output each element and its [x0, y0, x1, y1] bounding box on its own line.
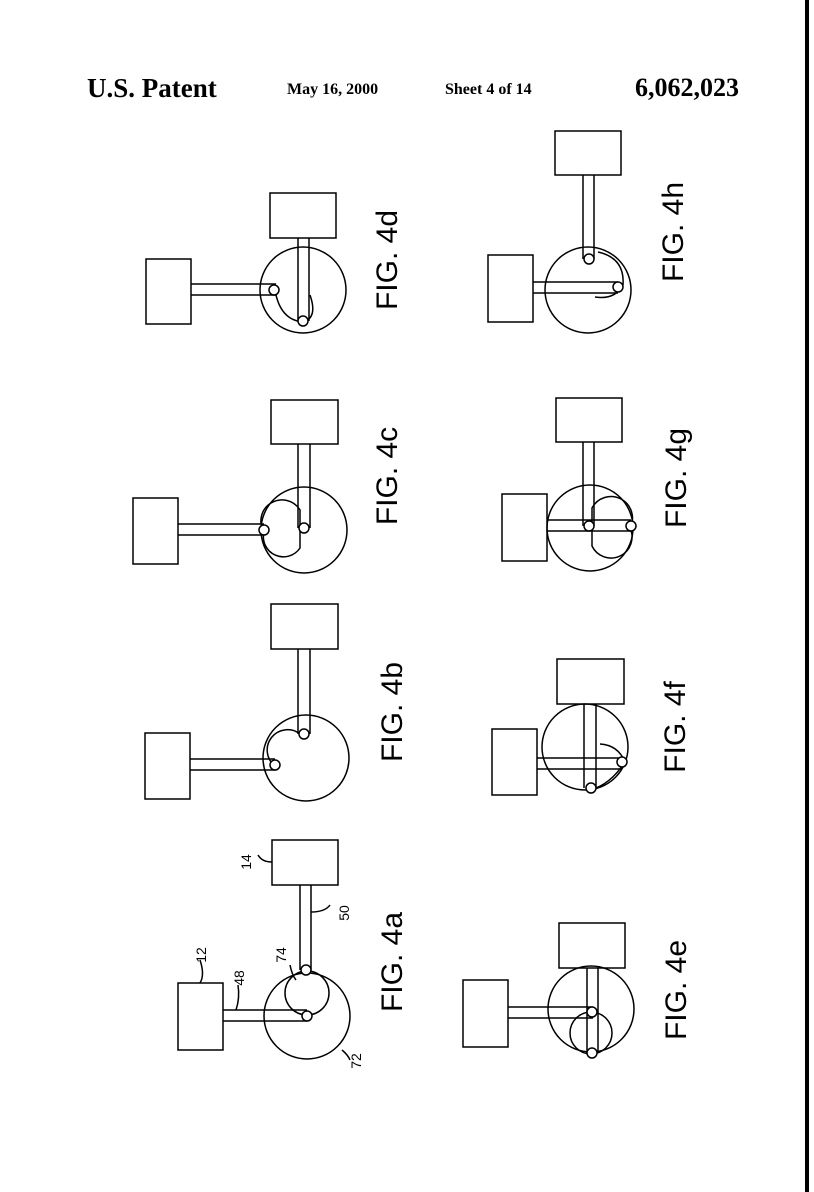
circle-72	[263, 715, 349, 801]
fig-4h-drawing	[488, 131, 631, 333]
leader-line-48	[236, 985, 239, 1010]
pivot-pin	[270, 760, 280, 770]
fig-4g-label: FIG. 4g	[660, 428, 693, 528]
block-12	[133, 498, 178, 564]
pivot-pin	[298, 316, 308, 326]
block-14	[270, 193, 336, 238]
block-14	[556, 398, 622, 442]
circle-72	[542, 704, 628, 790]
pivot-pin	[299, 729, 309, 739]
fig-4b-label: FIG. 4b	[376, 662, 409, 762]
ref-numeral-14: 14	[238, 854, 254, 870]
fig-4a-label: FIG. 4a	[376, 912, 409, 1012]
pivot-pin	[259, 525, 269, 535]
pivot-pin	[587, 1048, 597, 1058]
pivot-pin	[613, 282, 623, 292]
block-12	[488, 255, 533, 322]
block-12	[492, 729, 537, 795]
fig-4c-label: FIG. 4c	[371, 427, 404, 525]
block-14	[271, 604, 338, 649]
ref-numeral-72: 72	[348, 1053, 364, 1069]
pivot-pin	[584, 254, 594, 264]
fig-4b-drawing	[145, 604, 349, 801]
circle-74	[285, 971, 329, 1015]
fig-4e-drawing	[463, 923, 634, 1058]
leader-line-50	[311, 905, 330, 912]
block-12	[502, 494, 547, 561]
block-14	[272, 840, 338, 885]
pivot-pin	[584, 521, 594, 531]
fig-4d-label: FIG. 4d	[371, 210, 404, 310]
pivot-pin	[617, 757, 627, 767]
fig-4d-drawing	[146, 193, 346, 333]
pivot-pin	[269, 285, 279, 295]
fig-4f-label: FIG. 4f	[659, 680, 692, 772]
ref-numeral-12: 12	[193, 947, 209, 963]
ref-numeral-74: 74	[273, 947, 289, 963]
block-12	[145, 733, 190, 799]
block-12	[463, 980, 508, 1047]
pivot-pin	[587, 1007, 597, 1017]
fig-4a-drawing: 12 48 74 50 14 72	[178, 840, 364, 1069]
leader-line-14	[258, 855, 272, 862]
block-14	[559, 923, 625, 968]
fig-4f-drawing	[492, 659, 628, 795]
block-14	[555, 131, 621, 175]
ref-numeral-50: 50	[336, 905, 352, 921]
block-14	[557, 659, 624, 704]
ref-numeral-48: 48	[231, 970, 247, 986]
pivot-pin	[302, 1011, 312, 1021]
fig-4e-label: FIG. 4e	[660, 940, 693, 1040]
pivot-pin	[301, 965, 311, 975]
fig-4c-drawing	[133, 400, 347, 573]
pivot-pin	[299, 523, 309, 533]
block-12	[146, 259, 191, 324]
fig-4h-label: FIG. 4h	[657, 182, 690, 282]
fig-4g-drawing	[502, 398, 636, 571]
block-12	[178, 983, 223, 1050]
pivot-pin	[626, 521, 636, 531]
block-14	[271, 400, 338, 444]
pivot-pin	[586, 783, 596, 793]
